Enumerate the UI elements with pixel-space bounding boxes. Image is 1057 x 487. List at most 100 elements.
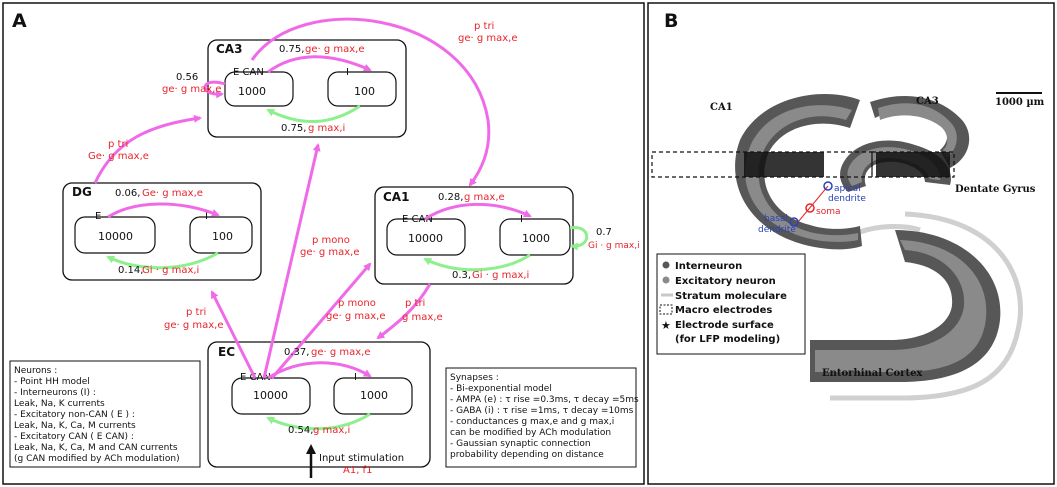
dg-ca3-gain: Ge· g max,e (88, 151, 149, 162)
synapses-line: - GABA (i) : τ rise =1ms, τ decay =10ms (450, 406, 634, 416)
ca3-inhibitory-pop (327, 71, 397, 107)
ca1-e-to-i-arrow (424, 202, 532, 221)
label-apical: apical (834, 184, 861, 194)
ca3-title: CA3 (216, 42, 242, 56)
neurons-line: - Excitatory non-CAN ( E ) : (14, 410, 135, 420)
label-basal: basal (764, 214, 788, 224)
ec-ei-gain: ge· g max,e (311, 347, 371, 358)
ca1-ie-gain: Gi · g max,i (472, 270, 529, 281)
ca1-inhibitory-pop (499, 218, 571, 256)
synapses-info-text: Synapses : - Bi-exponential model - AMPA… (450, 373, 639, 460)
label-soma: soma (816, 207, 840, 217)
synapses-line: - Bi-exponential model (450, 384, 552, 394)
ec-ei-weight: 0.37, (284, 347, 309, 358)
synapses-line: can be modified by ACh modulation (450, 428, 611, 438)
label-ca3: CA3 (916, 96, 939, 107)
ca1-ec-gain: g max,e (402, 312, 443, 323)
dg-ca3-prob: p tri (108, 139, 128, 150)
ca3-e-to-i-arrow (267, 55, 372, 74)
ec-i-label: I (354, 372, 357, 383)
ca1-e-label: E CAN (402, 214, 433, 225)
ca3-to-ca1-arrow (250, 17, 491, 187)
panel-a-letter: A (12, 10, 27, 32)
neurons-info-box (9, 360, 201, 468)
soma-marker (805, 203, 815, 213)
ec-to-ca1-arrow (270, 262, 372, 379)
neurons-line: - Excitatory CAN ( E CAN) : (14, 432, 134, 442)
dg-ei-weight: 0.06, (115, 188, 140, 199)
electrode-surface-array (744, 152, 824, 177)
synapses-line: - Gaussian synaptic connection (450, 439, 591, 449)
region-dg: DG E 10000 I 100 (62, 182, 262, 281)
ca1-i-count: 1000 (522, 232, 550, 245)
dg-ie-weight: 0.14, (118, 265, 143, 276)
ca1-i-label: I (520, 214, 523, 225)
ca3-ei-weight: 0.75, (279, 44, 304, 55)
region-ca1: CA1 E CAN 10000 I 1000 (374, 186, 574, 285)
ec-ca1-prob: p mono (338, 298, 376, 309)
ca1-e-count: 10000 (408, 232, 443, 245)
ca1-ei-gain: g max,e (464, 192, 505, 203)
dg-i-to-e-arrow (106, 251, 219, 270)
ec-ca3-gain: ge· g max,e (300, 247, 360, 258)
ec-ca3-prob: p mono (312, 235, 350, 246)
ec-dg-gain: ge· g max,e (164, 320, 224, 331)
excitatory-dot-icon (662, 276, 670, 284)
legend-label: Macro electrodes (675, 305, 772, 316)
legend: Interneuron Excitatory neuron Stratum mo… (659, 261, 787, 345)
ca3-ei-gain: ge· g max,e (305, 44, 365, 55)
ca3-self-weight: 0.56 (176, 72, 198, 83)
ec-i-to-e-arrow (266, 412, 371, 431)
neurons-line: - Point HH model (14, 377, 90, 387)
neurons-line: Leak, Na, K, Ca, M currents (14, 421, 136, 431)
ca1-ei-weight: 0.28, (438, 192, 463, 203)
dg-excitatory-pop (74, 216, 156, 254)
ca3-i-to-e-arrow (266, 104, 361, 124)
ca1-to-ec-arrow (376, 283, 432, 340)
ec-to-ca3-arrow (262, 143, 321, 379)
dg-e-count: 10000 (98, 230, 133, 243)
ca1-self-gain: Gi · g max,i (588, 241, 640, 251)
ca1-band (735, 93, 862, 250)
synapses-line: Synapses : (450, 373, 499, 383)
ca3-ca1-prob: p tri (474, 21, 494, 32)
panel-b-letter: B (664, 10, 678, 32)
label-ca1: CA1 (710, 102, 733, 113)
stratum-moleculare (830, 211, 1024, 401)
macro-electrode-ca1 (651, 151, 873, 178)
input-stimulation-label: Input stimulation (319, 453, 404, 464)
synapses-line: probability depending on distance (450, 450, 604, 460)
star-icon: ★ (661, 319, 671, 332)
ca3-i-label: I (346, 67, 349, 78)
region-ca3: CA3 E CAN 1000 I 100 (207, 39, 407, 138)
neurons-line: (g CAN modified by ACh modulation) (14, 454, 180, 464)
dg-i-count: 100 (212, 230, 233, 243)
ca3-self-gain: ge· g max,e (162, 84, 222, 95)
ca3-band (870, 96, 970, 168)
ec-title: EC (218, 345, 235, 359)
legend-label: Electrode surface (675, 320, 774, 331)
label-scale: 1000 µm (995, 97, 1045, 108)
neuron-markers (789, 181, 833, 227)
ec-i-count: 1000 (360, 389, 388, 402)
ca1-title: CA1 (383, 190, 409, 204)
ec-ie-weight: 0.54, (288, 425, 313, 436)
ca3-self-loop (203, 80, 226, 99)
ca3-ie-gain: g max,i (308, 123, 345, 134)
neurons-line: - Interneurons (I) : (14, 388, 96, 398)
dg-e-label: E (95, 211, 101, 222)
legend-label: Interneuron (675, 261, 742, 272)
label-dentate-gyrus: Dentate Gyrus (955, 184, 1036, 195)
ca3-ie-weight: 0.75, (281, 123, 306, 134)
ca3-e-count: 1000 (238, 85, 266, 98)
dg-to-ca3-arrow (93, 114, 202, 184)
ec-inhibitory-pop (333, 377, 413, 415)
legend-label: (for LFP modeling) (675, 334, 780, 345)
dg-inhibitory-pop (189, 216, 253, 254)
ec-ie-gain: g max,i (313, 425, 350, 436)
dg-ie-gain: Gi · g max,i (142, 265, 199, 276)
ca1-ie-weight: 0.3, (452, 270, 471, 281)
entorhinal-cortex-band (810, 230, 1001, 382)
dg-e-to-i-arrow (107, 202, 220, 219)
electrode-surface-array (876, 152, 950, 177)
